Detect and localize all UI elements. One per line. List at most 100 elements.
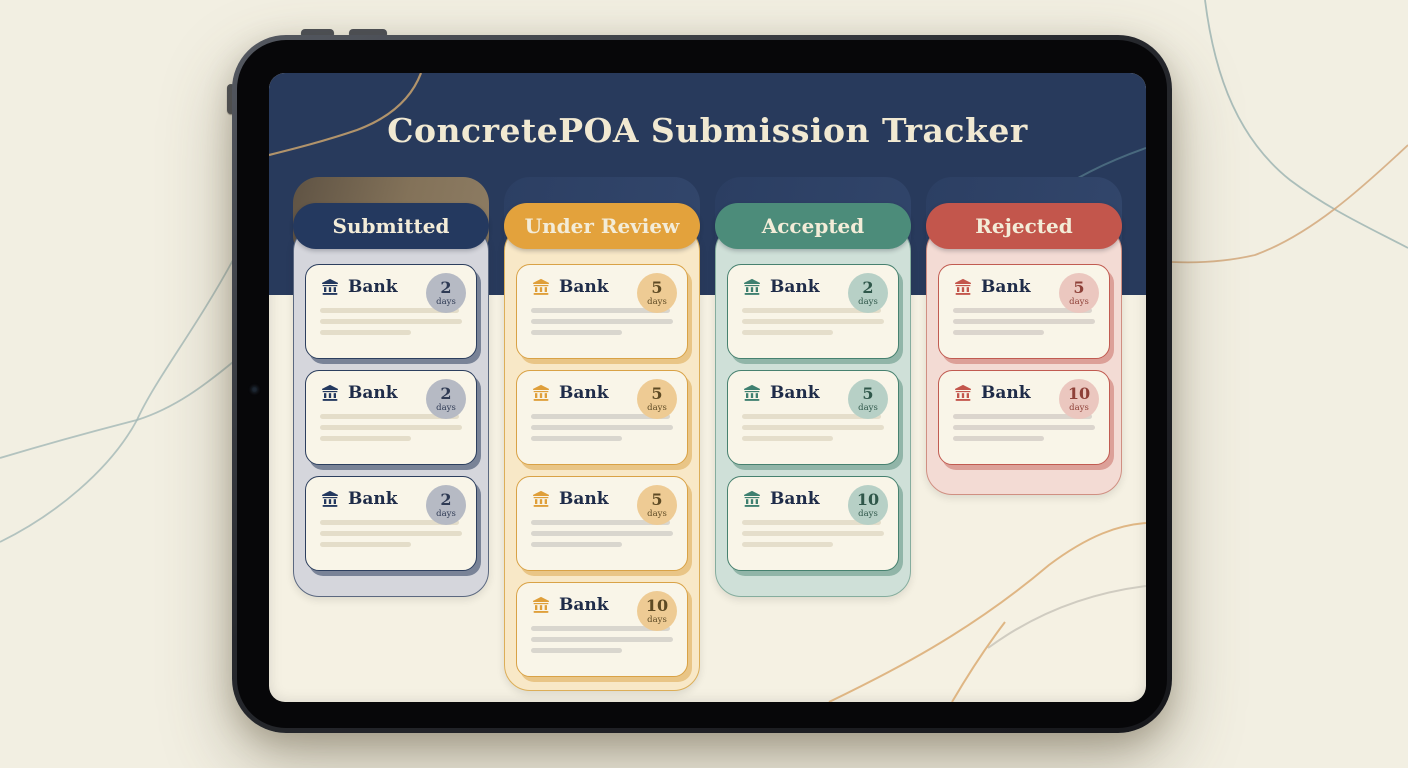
placeholder-lines [531,414,673,441]
days-badge: 10 days [1059,379,1099,419]
tablet-device: ConcretePOA Submission Tracker Submitted [232,35,1172,733]
days-badge: 2 days [426,485,466,525]
card-title-row: Bank [953,383,1095,403]
placeholder-line [742,542,833,547]
placeholder-lines [531,626,673,653]
submission-card[interactable]: Bank 5 days [516,370,688,465]
tablet-screen: ConcretePOA Submission Tracker Submitted [269,73,1146,702]
days-badge: 2 days [426,273,466,313]
column-under-review: Under Review Bank 5 days [504,177,700,691]
days-value: 5 [651,383,663,403]
days-unit: days [647,296,667,307]
column-submitted: Submitted Bank 2 days [293,177,489,597]
bank-label: Bank [770,489,820,509]
placeholder-line [531,520,671,525]
days-badge: 2 days [426,379,466,419]
submission-card[interactable]: Bank 2 days [305,264,477,359]
placeholder-line [531,425,673,430]
placeholder-lines [320,414,462,441]
bank-icon [320,489,340,509]
days-value: 2 [440,383,452,403]
placeholder-lines [742,414,884,441]
submission-card[interactable]: Bank 5 days [727,370,899,465]
column-header-accepted: Accepted [715,203,911,249]
bank-label: Bank [981,277,1031,297]
placeholder-line [953,308,1093,313]
bank-icon [320,277,340,297]
bank-icon [531,383,551,403]
submission-card[interactable]: Bank 2 days [305,370,477,465]
card-title-row: Bank [742,489,884,509]
days-value: 10 [645,595,669,615]
placeholder-line [531,330,622,335]
submission-card[interactable]: Bank 2 days [727,264,899,359]
column-label: Under Review [524,214,680,238]
placeholder-line [953,330,1044,335]
power-button[interactable] [227,84,235,114]
volume-down-button[interactable] [349,29,387,38]
bank-icon [742,489,762,509]
column-cards: Bank 2 days [305,264,477,571]
placeholder-lines [742,308,884,335]
submission-card[interactable]: Bank 5 days [516,476,688,571]
placeholder-line [531,648,622,653]
placeholder-line [742,414,882,419]
bank-icon [531,489,551,509]
column-header-submitted: Submitted [293,203,489,249]
column-cards: Bank 5 days [516,264,688,677]
days-value: 5 [651,489,663,509]
days-unit: days [1069,402,1089,413]
card-title-row: Bank [320,489,462,509]
placeholder-line [320,531,462,536]
days-badge: 5 days [1059,273,1099,313]
days-unit: days [436,296,456,307]
placeholder-line [742,531,884,536]
kanban-board: Submitted Bank 2 days [293,177,1122,691]
volume-up-button[interactable] [301,29,334,38]
days-value: 2 [862,277,874,297]
days-badge: 5 days [637,485,677,525]
submission-card[interactable]: Bank 2 days [305,476,477,571]
front-camera-icon [251,386,258,393]
card-title-row: Bank [742,383,884,403]
days-unit: days [858,508,878,519]
bank-label: Bank [559,595,609,615]
bank-label: Bank [348,383,398,403]
days-value: 10 [1067,383,1091,403]
placeholder-line [953,319,1095,324]
days-unit: days [647,508,667,519]
placeholder-lines [953,308,1095,335]
column-cards: Bank 2 days [727,264,899,571]
placeholder-line [531,414,671,419]
placeholder-line [320,436,411,441]
days-unit: days [436,402,456,413]
bank-icon [742,383,762,403]
placeholder-line [531,531,673,536]
days-badge: 5 days [637,273,677,313]
placeholder-lines [531,520,673,547]
days-badge: 5 days [848,379,888,419]
placeholder-lines [320,520,462,547]
days-badge: 10 days [637,591,677,631]
submission-card[interactable]: Bank 5 days [938,264,1110,359]
placeholder-line [742,308,882,313]
submission-card[interactable]: Bank 5 days [516,264,688,359]
column-rejected: Rejected Bank 5 days [926,177,1122,495]
submission-card[interactable]: Bank 10 days [516,582,688,677]
card-title-row: Bank [531,489,673,509]
bank-label: Bank [559,277,609,297]
placeholder-line [953,425,1095,430]
placeholder-line [953,414,1093,419]
placeholder-line [531,436,622,441]
bank-icon [531,595,551,615]
placeholder-line [320,520,460,525]
days-unit: days [1069,296,1089,307]
bank-label: Bank [770,383,820,403]
bank-label: Bank [770,277,820,297]
placeholder-line [742,425,884,430]
submission-card[interactable]: Bank 10 days [938,370,1110,465]
submission-card[interactable]: Bank 10 days [727,476,899,571]
bank-icon [320,383,340,403]
bank-icon [953,277,973,297]
placeholder-line [531,637,673,642]
